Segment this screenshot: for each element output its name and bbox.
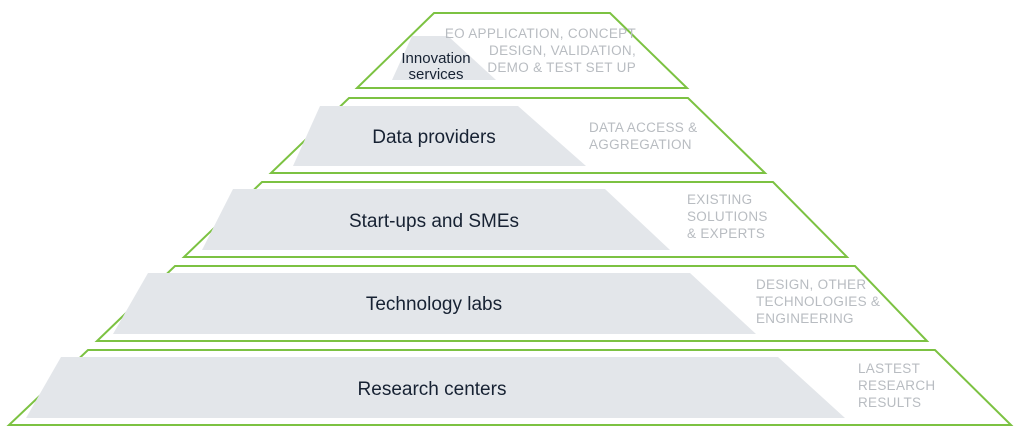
tier-description: LASTEST RESEARCH RESULTS [858,361,935,410]
tier-band [202,189,670,250]
tier-technology-labs: Technology labs DESIGN, OTHER TECHNOLOGIES… [94,265,930,342]
tier-description-line: DESIGN, OTHER [756,277,866,292]
tier-description-line: RESULTS [858,395,921,410]
tier-description: DATA ACCESS & AGGREGATION [589,120,697,152]
tier-data-providers: Data providers DATA ACCESS & AGGREGATION [268,97,768,174]
tier-band [26,357,845,418]
tier-label: Research centers [358,379,507,400]
tier-band [113,273,756,334]
tier-description-line: AGGREGATION [589,137,692,152]
tier-description: DESIGN, OTHER TECHNOLOGIES & ENGINEERING [756,277,880,326]
tier-description: EO APPLICATION, CONCEPT DESIGN, VALIDATIO… [445,26,636,75]
tier-label-line: services [408,66,463,83]
tier-label-line: Start-ups and SMEs [349,211,519,232]
tier-description-line: & EXPERTS [687,226,765,241]
tier-description-line: RESEARCH [858,378,935,393]
tier-label-line: Innovation [401,50,470,67]
tier-label: Start-ups and SMEs [349,211,519,232]
tier-description-line: LASTEST [858,361,920,376]
tier-start-ups-and-smes: Start-ups and SMEs EXISTING SOLUTIONS & EXP… [181,181,850,258]
tier-band [392,36,496,80]
tier-description-line: TECHNOLOGIES & [756,294,880,309]
tier-description-line: EXISTING [687,192,752,207]
tier-band [293,106,586,166]
tier-research-centers: Research centers LASTEST RESEARCH RESULTS [6,349,1014,426]
tier-description-line: ENGINEERING [756,311,854,326]
tier-label-line: Research centers [358,379,507,400]
tier-label-line: Technology labs [366,294,502,315]
tier-description-line: DEMO & TEST SET UP [487,60,636,75]
tier-description-line: DATA ACCESS & [589,120,697,135]
tier-description-line: DESIGN, VALIDATION, [489,43,636,58]
tier-label-line: Data providers [372,127,496,148]
tier-description-line: EO APPLICATION, CONCEPT [445,26,636,41]
tier-label: Data providers [372,127,496,148]
tier-label: Technology labs [366,294,502,315]
tier-description-line: SOLUTIONS [687,209,768,224]
tier-description: EXISTING SOLUTIONS & EXPERTS [687,192,768,241]
